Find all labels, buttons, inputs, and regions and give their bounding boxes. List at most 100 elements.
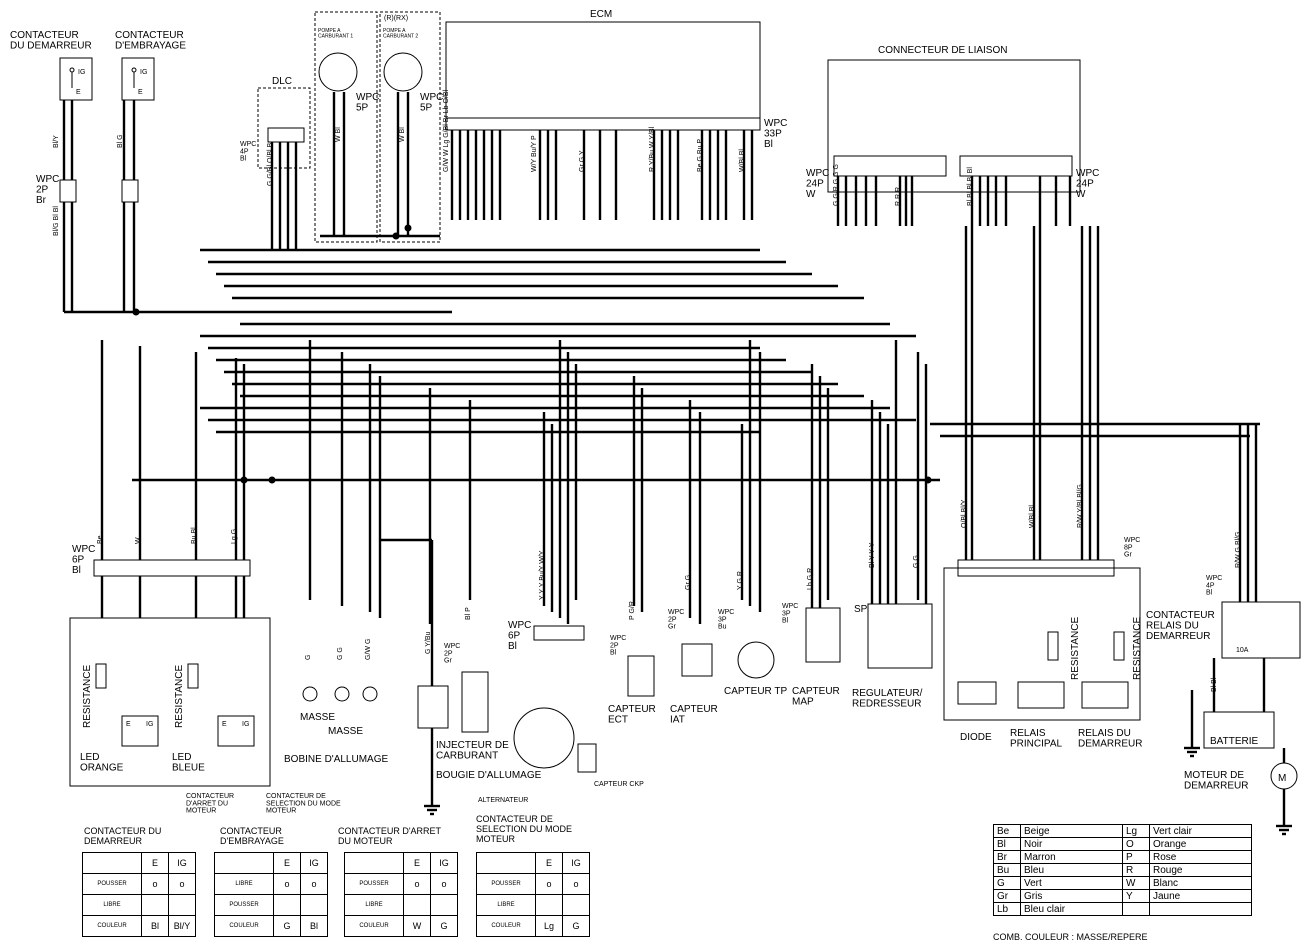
ground-terminal-3-icon — [362, 686, 378, 702]
legend-note: COMB. COULEUR : MASSE/REPERE — [993, 932, 1148, 942]
switch-table-1-title: CONTACTEUR DU DEMARREUR — [84, 826, 162, 846]
svg-text:IG: IG — [140, 69, 147, 76]
mode-select-switch-icon — [217, 715, 255, 747]
svg-text:Lg G: Lg G — [231, 529, 238, 544]
svg-text:W Bl: W Bl — [399, 127, 406, 142]
iat-sensor-icon — [681, 643, 713, 677]
resistance-3-icon — [1047, 631, 1059, 661]
svg-text:Bl G: Bl G — [117, 134, 124, 148]
ignition-coil-label: BOBINE D'ALLUMAGE — [284, 754, 388, 765]
handlebar-switch-frame — [69, 617, 271, 787]
svg-text:(R)(RX): (R)(RX) — [384, 15, 408, 22]
diode-label: DIODE — [960, 732, 992, 743]
svg-text:O/Bl Bl/Y: O/Bl Bl/Y — [961, 499, 968, 528]
wire-harness — [62, 92, 1292, 836]
pump2-frame — [379, 11, 441, 243]
svg-text:G G/R G G G: G G/R G G G — [833, 164, 840, 206]
ground-1-label: MASSE — [300, 712, 335, 723]
svg-text:W Bl: W Bl — [335, 127, 342, 142]
svg-text:Be: Be — [97, 535, 104, 544]
dlc-frame — [257, 87, 311, 169]
ecm-label: ECM — [590, 9, 612, 20]
svg-text:R/W Y/Bl Bl/G: R/W Y/Bl Bl/G — [1077, 484, 1084, 528]
alternator-label: ALTERNATEUR — [478, 797, 528, 804]
ect-sensor-icon — [627, 655, 655, 697]
resistance-4-label: RESISTANCE — [1132, 617, 1143, 680]
battery-label: BATTERIE — [1210, 736, 1258, 747]
svg-text:G/W W Lg G/Bl Br Lb O/Bl: G/W W Lg G/Bl Br Lb O/Bl — [443, 89, 450, 172]
svg-text:Bu Bl: Bu Bl — [191, 527, 198, 544]
wpc-6p-connector — [93, 559, 251, 577]
switch-table-2-title: CONTACTEUR D'EMBRAYAGE — [220, 826, 284, 846]
spark-plug-label: BOUGIE D'ALLUMAGE — [436, 770, 542, 781]
svg-text:W/Y Bu/Y P: W/Y Bu/Y P — [531, 135, 538, 172]
svg-text:Bl/G Bl Bl: Bl/G Bl Bl — [53, 206, 60, 236]
ckp-sensor-label: CAPTEUR CKP — [594, 781, 644, 788]
regulator-label: REGULATEUR/REDRESSEUR — [852, 688, 923, 710]
svg-text:IG: IG — [146, 721, 153, 728]
svg-text:E: E — [222, 721, 227, 728]
svg-text:G Y/Bu: G Y/Bu — [425, 631, 432, 654]
resistance-1-label: RESISTANCE — [82, 665, 93, 728]
svg-text:G G/Bl O/Bl Br: G G/Bl O/Bl Br — [267, 140, 274, 186]
starter-relay-switch-icon — [1221, 601, 1301, 659]
svg-text:R/W G Bl/G: R/W G Bl/G — [1235, 531, 1242, 568]
svg-text:Bl Bl: Bl Bl — [1211, 677, 1218, 692]
svg-text:SP: SP — [854, 604, 868, 615]
switch-table-3-title: CONTACTEUR D'ARRET DU MOTEUR — [338, 826, 442, 846]
svg-text:E: E — [126, 721, 131, 728]
ecm-box — [445, 21, 761, 119]
ground-terminal-2-icon — [334, 686, 350, 702]
ground-terminal-1-icon — [302, 686, 318, 702]
fuel-pump-2-icon — [383, 52, 423, 92]
svg-text:G: G — [305, 655, 312, 660]
resistance-2-icon — [187, 663, 199, 689]
svg-text:W/Bl Bl: W/Bl Bl — [739, 149, 746, 172]
dlc-label: DLC — [272, 76, 292, 87]
wire-junction — [268, 476, 276, 484]
tp-sensor-icon — [737, 641, 775, 679]
resistance-4-icon — [1113, 631, 1125, 661]
relay-box-frame — [943, 567, 1141, 721]
svg-text:Gr G: Gr G — [685, 575, 692, 590]
fuel-pump-1-icon — [318, 52, 358, 92]
svg-text:Y Y Y Bu/Y W/Y: Y Y Y Bu/Y W/Y — [539, 550, 546, 600]
svg-text:G/W G: G/W G — [365, 639, 372, 660]
resistance-1-icon — [95, 663, 107, 689]
svg-text:Be G Bu P: Be G Bu P — [697, 139, 704, 172]
tp-sensor-label: CAPTEUR TP — [724, 686, 787, 697]
svg-text:R R R: R R R — [895, 187, 902, 206]
svg-text:G G: G G — [337, 647, 344, 660]
svg-text:W: W — [135, 537, 142, 544]
svg-text:E: E — [76, 89, 81, 96]
